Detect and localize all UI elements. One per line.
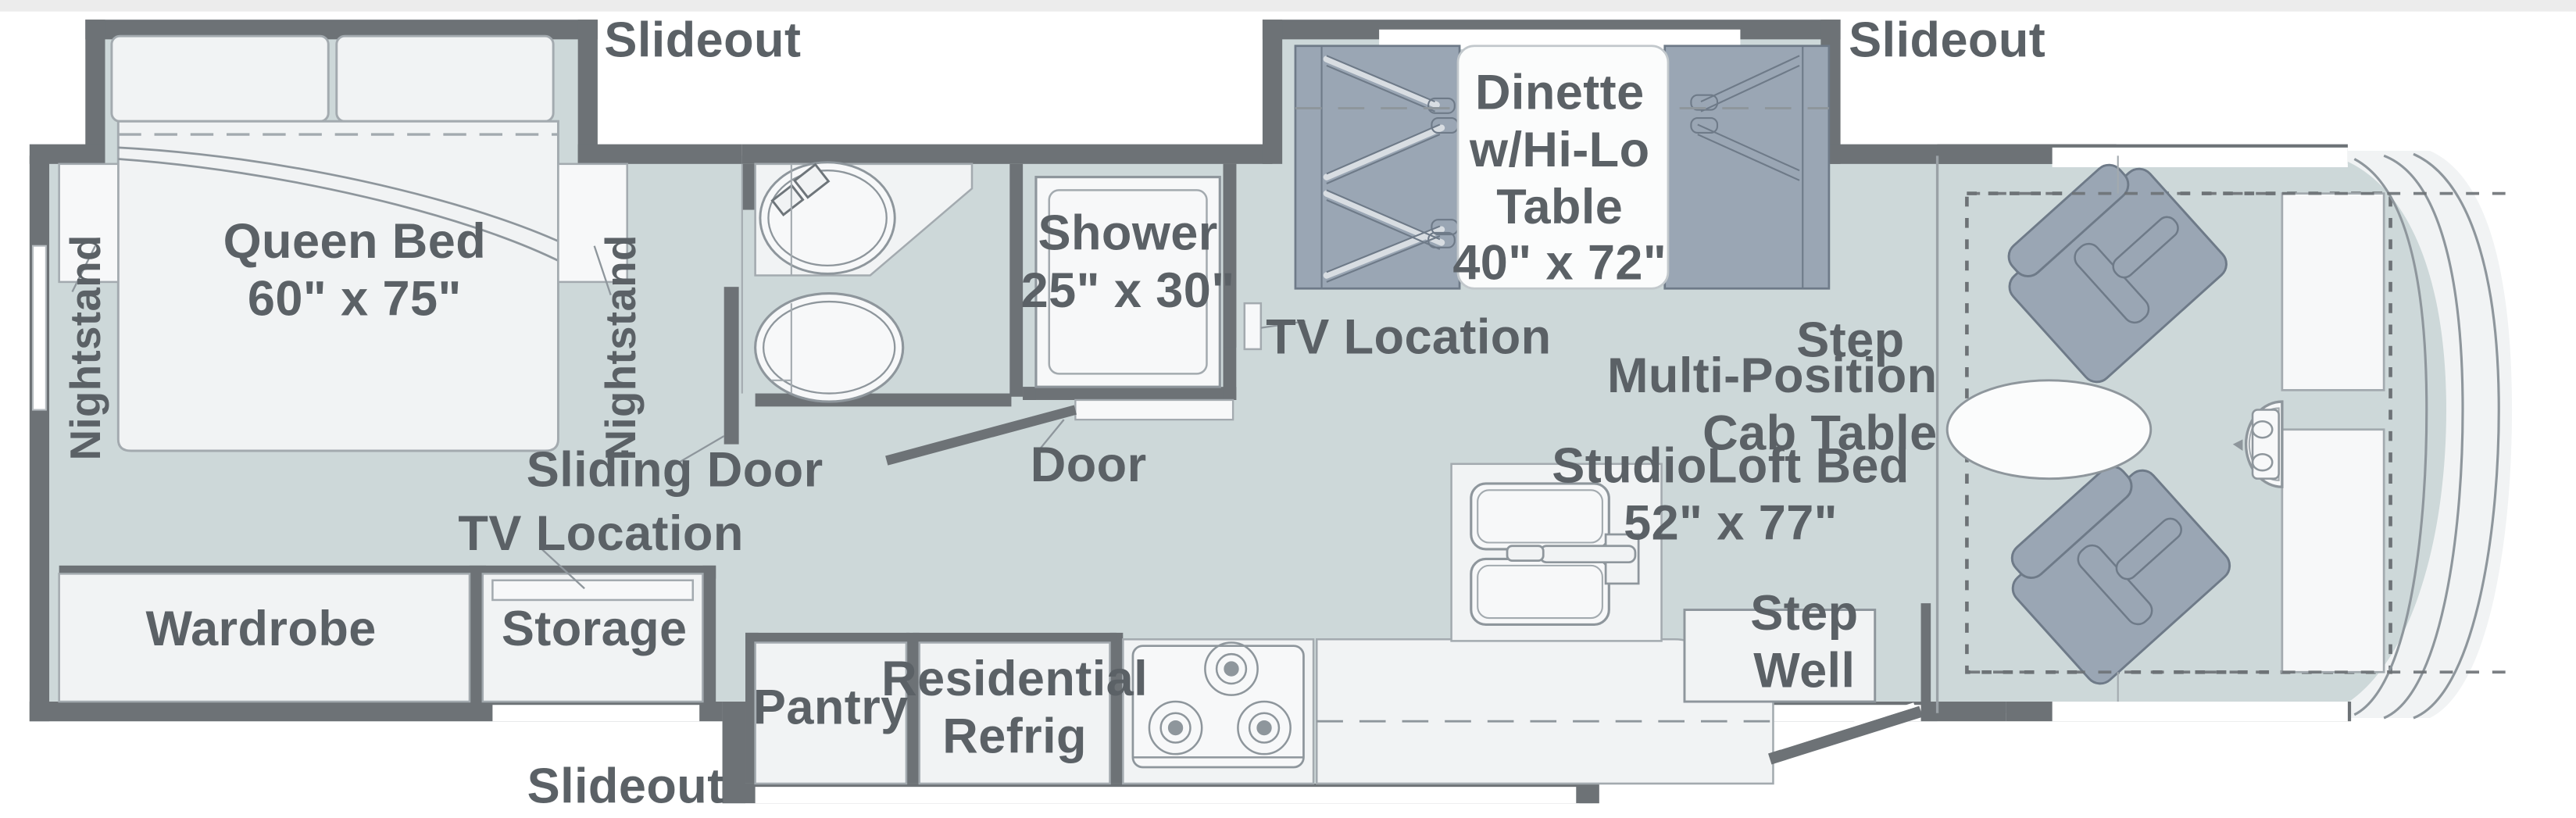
dinette-bench-right	[1663, 45, 1831, 290]
plan-body	[29, 20, 2513, 804]
nightstand-left	[58, 163, 120, 284]
leader-door	[1033, 419, 1065, 457]
cooktop-burners	[1148, 641, 1292, 755]
label-sliding-door: Sliding Door	[526, 443, 824, 498]
leader-tv-location-dinette	[1260, 320, 1306, 329]
nose-outer-fill	[2298, 151, 2513, 719]
shower-sill	[1074, 398, 1234, 421]
label-slideout-top-left: Slideout	[604, 14, 802, 69]
leader-sliding-door	[676, 435, 725, 465]
pantry-box	[754, 641, 908, 785]
cab-seat-lower	[2010, 465, 2231, 685]
label-dinette: Dinette w/Hi-Lo Table 40" x 72"	[1452, 66, 1667, 292]
steering-wheel-icon	[2232, 400, 2284, 488]
entry-door	[1768, 702, 1923, 765]
leader-nightstand-right	[593, 245, 612, 296]
tv-bracket	[1243, 302, 1263, 351]
label-slideout-bottom: Slideout	[527, 759, 724, 814]
dinette-table	[1456, 45, 1670, 290]
bathroom-door-leaf	[885, 405, 1077, 466]
label-tv-location-storage: TV Location	[458, 507, 744, 562]
sliding-door-bar	[723, 287, 739, 445]
kitchen	[754, 463, 1774, 785]
dash-panel-lower	[2281, 428, 2385, 673]
label-door: Door	[1030, 438, 1147, 493]
kitchen-faucet-icon	[1506, 533, 1640, 585]
wardrobe-storage	[58, 548, 704, 703]
label-nightstand-right: Nightstand	[595, 234, 645, 461]
queen-bed-mattress	[116, 120, 559, 452]
refrigerator-box	[918, 641, 1111, 785]
top-edge-strip	[0, 0, 2576, 12]
seatbelt-right	[1690, 55, 1800, 181]
nightstand-right	[557, 163, 628, 284]
label-nightstand-left: Nightstand	[60, 234, 110, 461]
pillow-right	[335, 34, 555, 123]
label-multi-position-cab-table: Multi-Position Cab Table	[1606, 349, 1938, 461]
label-residential-refrig: Residential Refrig	[881, 652, 1149, 764]
windshield-curves	[2353, 152, 2500, 720]
leader-nightstand-left	[71, 245, 96, 292]
cab-cockpit	[1683, 152, 2513, 765]
dash-panel-upper	[2281, 192, 2385, 391]
label-step-well: Step Well	[1750, 587, 1859, 698]
leader-tv-location-storage	[541, 548, 585, 590]
bathroom-fixtures	[676, 161, 1234, 466]
shower-pan-inner	[1048, 189, 1208, 375]
label-slideout-top-right: Slideout	[1849, 14, 2046, 69]
label-shower: Shower 25" x 30"	[1020, 206, 1235, 319]
label-storage: Storage	[501, 602, 688, 657]
wardrobe-box	[58, 573, 471, 703]
dinette	[1243, 45, 1831, 351]
multi-position-cab-table	[1945, 379, 2153, 480]
cab-seat-upper	[2007, 163, 2228, 384]
tv-shelf	[491, 579, 695, 602]
step-well-box	[1683, 609, 1877, 703]
label-tv-location-dinette: TV Location	[1266, 310, 1552, 366]
pillow-left	[110, 34, 330, 123]
label-queen-bed: Queen Bed 60" x 75"	[223, 215, 487, 327]
label-step: Step	[1796, 314, 1905, 369]
label-wardrobe: Wardrobe	[145, 602, 377, 657]
label-studioloft-bed: StudioLoft Bed 52" x 77"	[1552, 439, 1910, 551]
faucet-icon	[770, 163, 831, 217]
detail-lines	[741, 155, 2119, 702]
label-pantry: Pantry	[752, 681, 909, 736]
bedroom-furniture	[58, 34, 628, 452]
seatbelt-left	[1323, 55, 1445, 279]
